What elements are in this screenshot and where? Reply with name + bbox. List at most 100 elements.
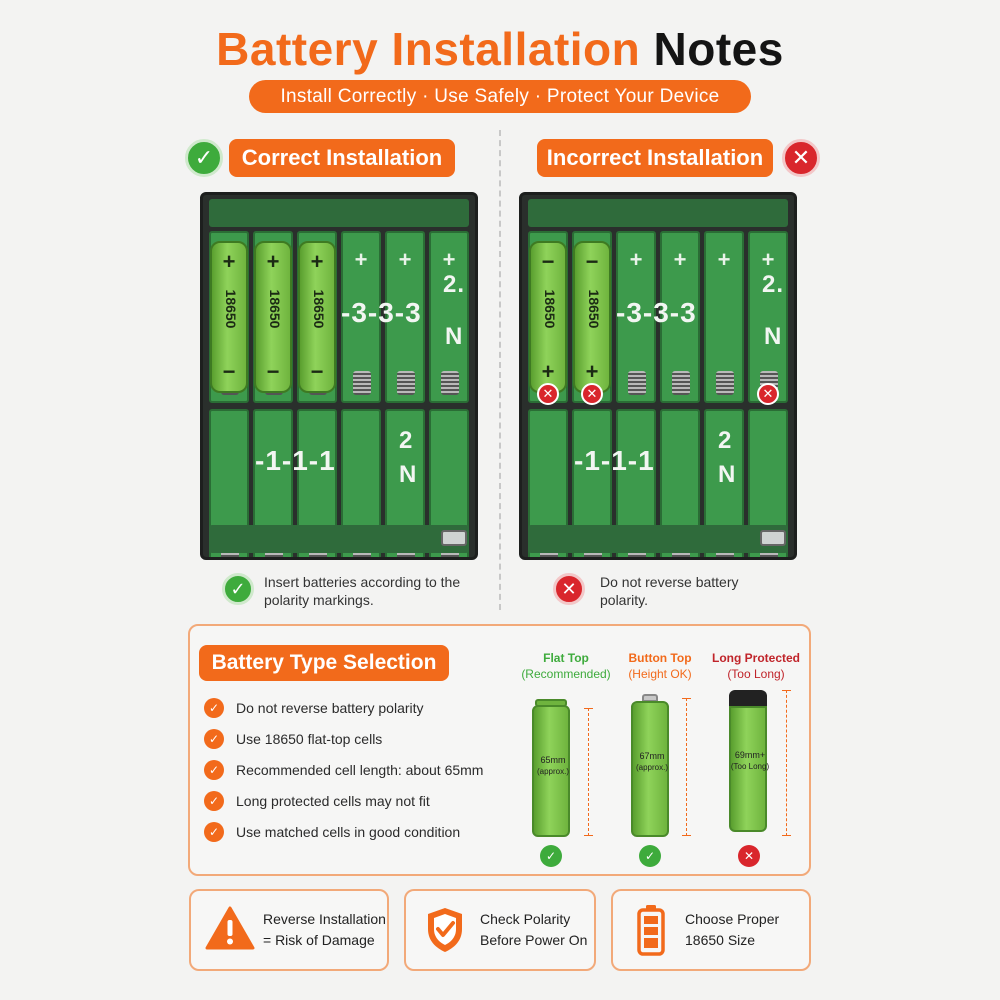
plus-marking: + [442, 247, 456, 272]
battery-slot: + [616, 231, 656, 403]
spring-icon [760, 549, 778, 557]
long-protected-cell: 69mm+ (Too Long) [729, 706, 769, 832]
incorrect-installation-badge: Incorrect Installation [537, 139, 773, 177]
circuit-board-bottom [209, 525, 469, 553]
battery-slot: + [429, 231, 469, 403]
polarity-marking-3: -3-3-3 [616, 297, 697, 328]
card-line-1: Reverse Installation [263, 911, 386, 927]
polarity-marking-2: 2 [718, 427, 733, 454]
protection-cap [729, 690, 767, 708]
cell-type-name: Long Protected [711, 651, 800, 665]
battery-slot: + [748, 231, 788, 403]
minus-sign: − [222, 359, 236, 384]
spring-icon [441, 549, 459, 557]
battery-slot: + [341, 231, 381, 403]
x-icon: ✕ [553, 573, 585, 605]
page-title: Battery Installation Notes [0, 22, 1000, 76]
cell-label: 18650 [223, 289, 239, 329]
spring-icon [265, 549, 283, 557]
size-card: Choose Proper 18650 Size [611, 889, 811, 971]
warning-card: Reverse Installation = Risk of Damage [189, 889, 389, 971]
polarity-marking-1: -1-1-1 [574, 445, 655, 476]
rule-text: Use matched cells in good condition [236, 824, 461, 840]
battery-slot: + [704, 231, 744, 403]
circuit-board-bottom [528, 525, 788, 553]
card-line-1: Choose Proper [685, 911, 780, 927]
minus-sign: − [266, 359, 280, 384]
minus-sign: − [310, 359, 324, 384]
rule-text: Recommended cell length: about 65mm [236, 762, 484, 778]
cell-type-long-protected: Long Protected (Too Long) [706, 650, 806, 682]
plus-sign: + [266, 249, 280, 274]
warning-card-text: Reverse Installation = Risk of Damage [263, 909, 386, 951]
cell-length-note: (Too Long) [730, 762, 770, 771]
battery-icon [637, 905, 665, 956]
plus-sign: + [541, 359, 555, 384]
spring-icon [221, 549, 239, 557]
cell-label: 18650 [586, 289, 602, 329]
rule-item: ✓ Do not reverse battery polarity [204, 697, 424, 719]
check-icon: ✓ [204, 698, 224, 718]
spring-icon [540, 549, 558, 557]
plus-sign: + [585, 359, 599, 384]
battery-box-incorrect: + + + + -3-3-3 2. N − 18650 + − 18650 + … [519, 192, 797, 560]
rule-item: ✓Use 18650 flat-top cells [204, 728, 382, 750]
button-top-cell: 67mm (approx.) [631, 701, 669, 837]
polarity-marking-2: 2. [762, 271, 785, 298]
battery-cell-18650: + 18650 − [298, 241, 336, 393]
circuit-board-top [528, 199, 788, 227]
battery-box-correct: + + + -3-3-3 2. N + 18650 − + 18650 − + … [200, 192, 478, 560]
spring-icon [716, 549, 734, 557]
cell-type-name: Flat Top [543, 651, 589, 665]
polarity-card-text: Check Polarity Before Power On [480, 909, 587, 951]
check-icon: ✓ [185, 139, 223, 177]
cell-length-note: (approx.) [635, 763, 668, 772]
cell-length: 65mm [540, 755, 566, 765]
spring-icon [628, 549, 646, 557]
usb-port-icon [760, 530, 786, 546]
slot-row-top: + + + + -3-3-3 2. N − 18650 + − 18650 + … [528, 231, 788, 405]
spring-icon [672, 549, 690, 557]
polarity-marking-2: 2. [443, 271, 466, 298]
battery-cell-18650: + 18650 − [254, 241, 292, 393]
polarity-marking-2: 2 [399, 427, 414, 454]
warning-icon [205, 906, 255, 950]
incorrect-note: Do not reverse battery polarity. [600, 574, 739, 608]
check-icon: ✓ [540, 845, 562, 867]
plus-sign: + [310, 249, 324, 274]
spring-icon [628, 371, 646, 395]
plus-sign: + [222, 249, 236, 274]
size-card-text: Choose Proper 18650 Size [685, 909, 779, 951]
rule-item: ✓Use matched cells in good condition [204, 821, 460, 843]
cell-length: 67mm [639, 751, 665, 761]
battery-cell-18650: + 18650 − [210, 241, 248, 393]
battery-cell-18650-reversed: − 18650 + [573, 241, 611, 393]
card-line-1: Check Polarity [480, 911, 571, 927]
section-divider [499, 130, 501, 610]
battery-type-selection-title: Battery Type Selection [199, 645, 449, 681]
spring-icon [353, 371, 371, 395]
cell-length: 69mm+ [734, 750, 766, 760]
usb-port-icon [441, 530, 467, 546]
spring-icon [397, 549, 415, 557]
cell-type-note: (Height OK) [628, 667, 692, 681]
spring-icon [397, 371, 415, 395]
polarity-marking-1: -1-1-1 [255, 445, 336, 476]
plus-marking: + [629, 247, 643, 272]
rule-text: Do not reverse battery polarity [236, 700, 424, 716]
polarity-marking-2: N [764, 323, 783, 350]
cell-label: 18650 [311, 289, 327, 329]
polarity-card: Check Polarity Before Power On [404, 889, 596, 971]
length-dimension-line [782, 690, 796, 836]
plus-marking: + [398, 247, 412, 272]
check-icon: ✓ [204, 729, 224, 749]
x-icon: ✕ [738, 845, 760, 867]
x-icon: ✕ [581, 383, 603, 405]
length-dimension-line [682, 698, 696, 836]
rule-item: ✓Long protected cells may not fit [204, 790, 430, 812]
x-icon: ✕ [537, 383, 559, 405]
minus-sign: − [585, 249, 599, 274]
check-icon: ✓ [204, 791, 224, 811]
cell-label: 18650 [542, 289, 558, 329]
cell-type-note: (Recommended) [521, 667, 611, 681]
